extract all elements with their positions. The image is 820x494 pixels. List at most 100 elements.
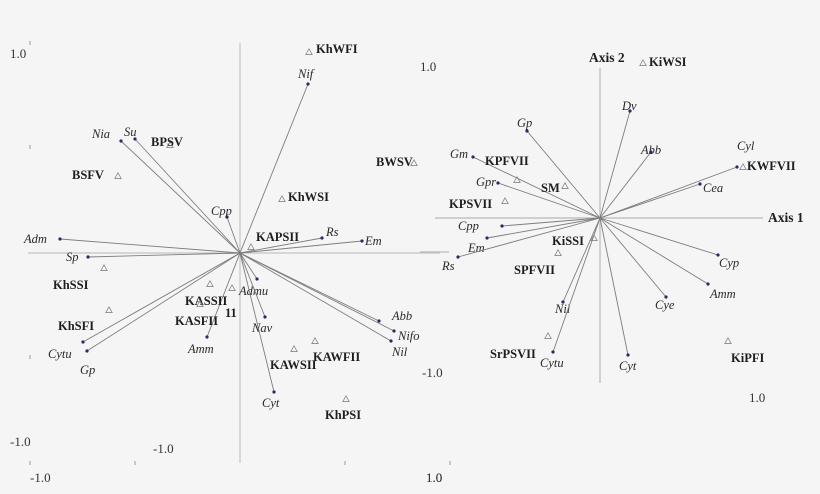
site-triangle-icon — [561, 181, 569, 189]
variable-label: Cpp — [211, 204, 232, 218]
variable-vector-sp — [87, 252, 241, 258]
site-label: KhSFI — [58, 319, 94, 333]
arrowhead-icon — [377, 319, 381, 323]
variable-label: Nil — [391, 345, 408, 359]
variable-vector-cyl — [599, 166, 738, 219]
site-label: BPSV — [151, 135, 183, 149]
site-label: KhWSI — [288, 190, 329, 204]
tick-label: 1.0 — [426, 470, 442, 485]
arrowhead-icon — [263, 315, 267, 319]
site-label: 11 — [225, 306, 237, 320]
site-label: KiPFI — [731, 351, 764, 365]
variable-vector-nav — [239, 252, 266, 318]
site-label: KiSSI — [552, 234, 584, 248]
arrowhead-icon — [551, 350, 555, 354]
arrowhead-icon — [716, 253, 720, 257]
arrowhead-icon — [456, 255, 460, 259]
site-triangle-icon — [544, 331, 552, 339]
axis-2-label: Axis 2 — [589, 50, 625, 65]
arrowhead-icon — [392, 329, 396, 333]
variable-vector-abb — [599, 151, 652, 219]
site-triangle-icon — [410, 158, 418, 166]
site-triangle-icon — [166, 140, 174, 148]
site-label: KAWFII — [313, 350, 360, 364]
site-triangle-icon — [639, 58, 647, 66]
variable-label: Cpp — [458, 219, 479, 233]
variable-vector-su — [134, 138, 241, 254]
tick-label: 1.0 — [10, 46, 26, 61]
arrowhead-icon — [485, 236, 489, 240]
variable-label: Amm — [709, 287, 736, 301]
tick-label: 1.0 — [420, 59, 436, 74]
variable-vector-amm — [206, 252, 241, 338]
site-label: KAWSII — [270, 358, 317, 372]
site-triangle-icon — [290, 344, 298, 352]
variable-vector-amm — [599, 217, 709, 285]
variable-label: Abb — [640, 143, 661, 157]
site-label: SPFVII — [514, 263, 555, 277]
variable-label: Amm — [187, 342, 214, 356]
variable-label: Cea — [703, 181, 723, 195]
site-triangle-icon — [278, 194, 286, 202]
site-triangle-icon — [590, 233, 598, 241]
site-triangle-icon — [206, 279, 214, 287]
variable-label: Em — [467, 241, 485, 255]
arrowhead-icon — [471, 155, 475, 159]
site-label: KAPSII — [256, 230, 299, 244]
variable-vector-adm — [59, 238, 241, 254]
axis-1-label: Axis 1 — [768, 210, 804, 225]
arrowhead-icon — [85, 349, 89, 353]
variable-label: Rs — [441, 259, 455, 273]
arrowhead-icon — [81, 340, 85, 344]
variable-vector-em — [239, 240, 363, 254]
arrowhead-icon — [58, 237, 62, 241]
variable-label: Cyt — [619, 359, 637, 373]
arrowhead-icon — [272, 390, 276, 394]
arrowhead-icon — [119, 139, 123, 143]
variable-label: Gpr — [476, 175, 496, 189]
arrowhead-icon — [735, 165, 739, 169]
variable-vector-gpr — [497, 182, 601, 219]
variable-label: Gm — [450, 147, 468, 161]
site-label: KhPSI — [325, 408, 361, 422]
variable-vector-cyt — [239, 252, 275, 393]
variable-label: Cytu — [540, 356, 564, 370]
variable-label: Gp — [80, 363, 95, 377]
arrowhead-icon — [320, 236, 324, 240]
site-triangle-icon — [247, 242, 255, 250]
site-triangle-icon — [739, 162, 747, 170]
arrowhead-icon — [525, 129, 529, 133]
arrowhead-icon — [360, 239, 364, 243]
variable-label: Cyt — [262, 396, 280, 410]
variable-label: Gp — [517, 116, 532, 130]
site-triangle-icon — [196, 299, 204, 307]
variable-label: Em — [364, 234, 382, 248]
tick-label: 1.0 — [749, 390, 765, 405]
site-label: SrPSVII — [490, 347, 536, 361]
variable-vector-dv — [599, 110, 631, 219]
arrowhead-icon — [255, 277, 259, 281]
site-label: KhSSI — [53, 278, 89, 292]
variable-label: Nia — [91, 127, 110, 141]
arrowhead-icon — [225, 215, 229, 219]
arrowhead-icon — [561, 300, 565, 304]
variable-label: Dv — [621, 99, 637, 113]
variable-vector-gp — [526, 130, 601, 219]
variable-vector-nil — [239, 252, 392, 342]
variable-label: Cytu — [48, 347, 72, 361]
site-triangle-icon — [501, 196, 509, 204]
arrowhead-icon — [664, 295, 668, 299]
variable-vector-cpp — [501, 217, 601, 227]
site-triangle-icon — [114, 171, 122, 179]
variable-label: Cyp — [719, 256, 739, 270]
variable-vector-nia — [120, 140, 241, 254]
variable-vector-cytu — [82, 252, 241, 343]
arrowhead-icon — [205, 335, 209, 339]
site-label: BSFV — [72, 168, 104, 182]
variable-vector-nif — [239, 83, 309, 254]
arrowhead-icon — [389, 339, 393, 343]
variable-label: Su — [124, 125, 137, 139]
site-label: BWSV — [376, 155, 413, 169]
